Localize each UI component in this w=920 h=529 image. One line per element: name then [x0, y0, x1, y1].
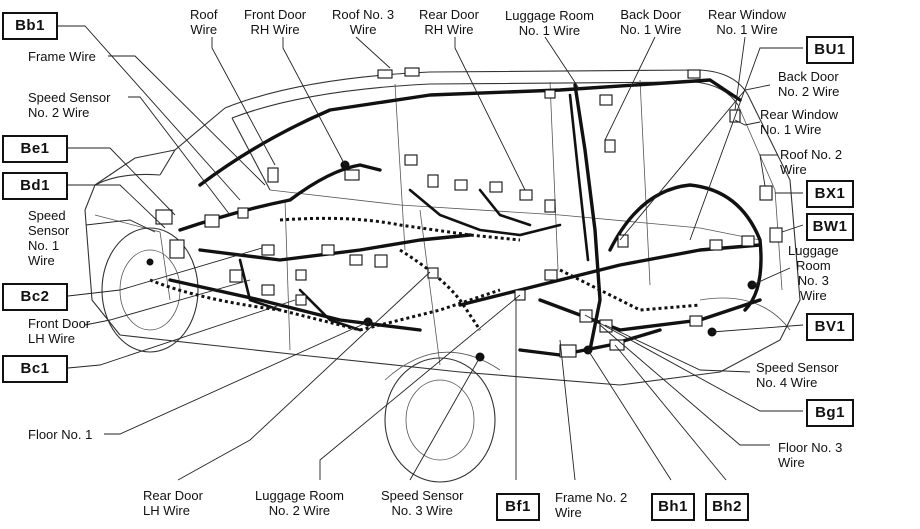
label-frame-wire: Frame Wire: [28, 49, 96, 64]
label-back-door-no2-wire: Back Door No. 2 Wire: [778, 69, 840, 99]
label-speed-sensor-no1-wire: Speed Sensor No. 1 Wire: [28, 208, 70, 268]
label-front-door-rh-wire: Front Door RH Wire: [244, 7, 307, 37]
label-roof-no3-wire: Roof No. 3 Wire: [332, 7, 395, 37]
label-floor-no3-wire: Floor No. 3 Wire: [778, 440, 843, 470]
vehicle-body-outline: [84, 69, 801, 483]
connector-code-bx1: BX1: [806, 180, 854, 208]
label-rear-window-no1-wire-right: Rear Window No. 1 Wire: [760, 107, 839, 137]
label-luggage-room-no2-wire: Luggage Room No. 2 Wire: [255, 488, 344, 518]
label-rear-door-rh-wire: Rear Door RH Wire: [419, 7, 479, 37]
label-roof-no2-wire: Roof No. 2 Wire: [780, 147, 843, 177]
label-rear-door-lh-wire: Rear Door LH Wire: [143, 488, 203, 518]
connector-code-bu1: BU1: [806, 36, 854, 64]
connector-code-bw1: BW1: [806, 213, 854, 241]
harness-connectors: [146, 67, 783, 362]
connector-code-bc1: Bc1: [2, 355, 68, 383]
label-rear-window-no1-wire-top: Rear Window No. 1 Wire: [708, 7, 787, 37]
connector-code-bb1: Bb1: [2, 12, 58, 40]
connector-code-bg1: Bg1: [806, 399, 854, 427]
connector-code-be1: Be1: [2, 135, 68, 163]
label-front-door-lh-wire: Front Door LH Wire: [28, 316, 91, 346]
label-frame-no2-wire: Frame No. 2 Wire: [555, 490, 628, 520]
label-roof-wire: Roof Wire: [190, 7, 218, 37]
connector-code-bd1: Bd1: [2, 172, 68, 200]
label-speed-sensor-no2-wire: Speed Sensor No. 2 Wire: [28, 90, 111, 120]
connector-code-bh2: Bh2: [705, 493, 749, 521]
label-speed-sensor-no3-wire: Speed Sensor No. 3 Wire: [381, 488, 464, 518]
leader-lines: [58, 25, 804, 481]
connector-code-bv1: BV1: [806, 313, 854, 341]
connector-code-bc2: Bc2: [2, 283, 68, 311]
label-luggage-room-no1-wire: Luggage Room No. 1 Wire: [505, 8, 594, 38]
connector-code-bh1: Bh1: [651, 493, 695, 521]
label-luggage-room-no3-wire: Luggage Room No. 3 Wire: [788, 243, 839, 303]
label-back-door-no1-wire: Back Door No. 1 Wire: [620, 7, 682, 37]
label-floor-no1: Floor No. 1: [28, 427, 93, 442]
connector-code-bf1: Bf1: [496, 493, 540, 521]
label-speed-sensor-no4-wire: Speed Sensor No. 4 Wire: [756, 360, 839, 390]
